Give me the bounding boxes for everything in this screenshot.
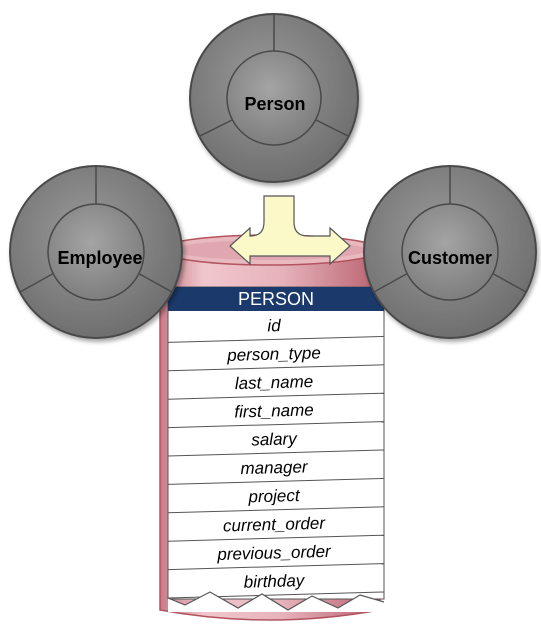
table-column-current-order: current_order	[223, 514, 327, 536]
table-column-salary: salary	[251, 429, 298, 449]
table-row-divider	[167, 477, 385, 485]
table-row-divider	[167, 534, 385, 542]
customer-label: Customer	[408, 248, 492, 268]
inheritance-connector	[229, 195, 351, 266]
table-row-divider	[167, 449, 385, 457]
customer-object: Customer	[363, 165, 537, 339]
table-row-divider	[167, 506, 385, 514]
table-column-first-name: first_name	[234, 400, 314, 421]
table-column-manager: manager	[240, 457, 309, 478]
table-column-project: project	[247, 486, 301, 506]
table-header-band	[168, 287, 384, 311]
person-object: Person	[189, 13, 359, 183]
table-row-divider	[167, 421, 385, 429]
employee-label: Employee	[57, 248, 142, 268]
employee-object: Employee	[9, 165, 183, 339]
table-column-id: id	[267, 316, 281, 335]
table-column-previous-order: previous_order	[216, 542, 332, 564]
table-row-divider	[167, 563, 385, 571]
table-title: PERSON	[238, 289, 314, 309]
table-column-person-type: person_type	[226, 343, 321, 365]
table-column-birthday: birthday	[244, 571, 306, 592]
table-row-divider	[167, 392, 385, 400]
table-column-last-name: last_name	[235, 372, 314, 393]
person-label: Person	[244, 94, 305, 114]
table-row-divider	[167, 364, 385, 372]
table-card: PERSON id person_type last_name first_names…	[167, 286, 385, 612]
table-row-divider	[167, 335, 385, 343]
